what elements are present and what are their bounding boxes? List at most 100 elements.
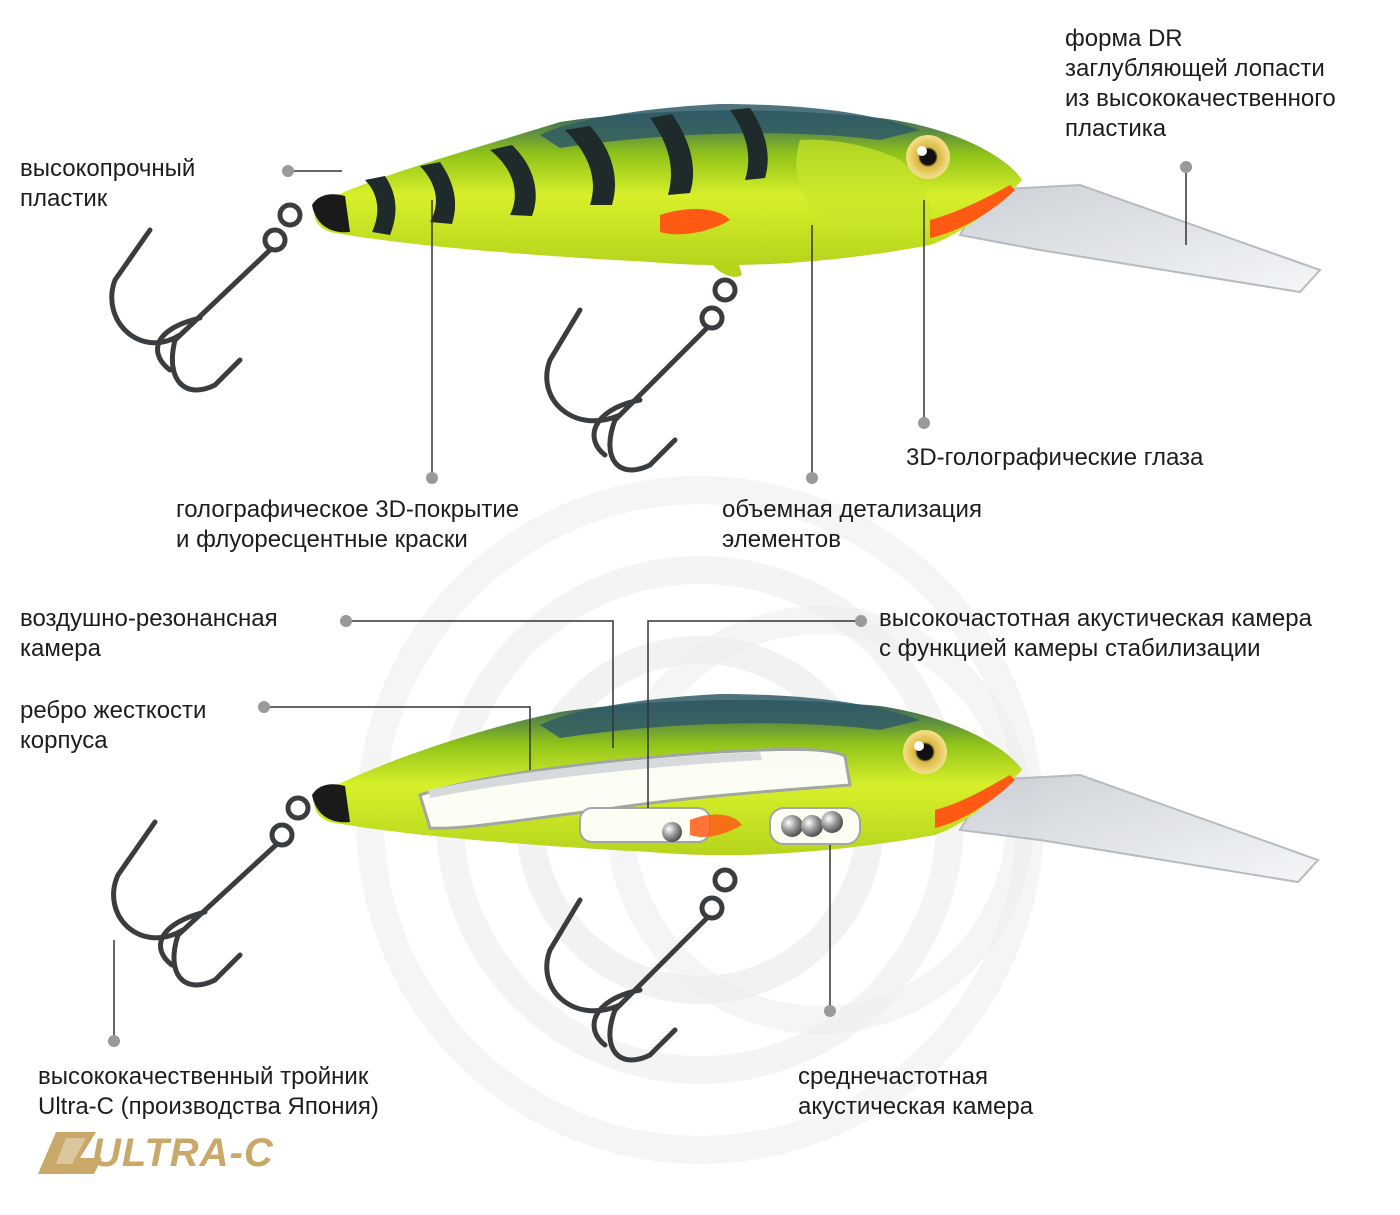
callout-dot [806, 472, 818, 484]
rattle-ball [662, 822, 682, 842]
label-line: высокопрочный [20, 155, 196, 182]
callout-dot [824, 1005, 836, 1017]
label-detail: объемная детализация элементов [722, 495, 982, 555]
label-line: высокочастотная акустическая камера [879, 605, 1312, 632]
cutaway-window [418, 747, 852, 830]
hook-bend [544, 307, 623, 424]
hook-bend [591, 397, 643, 458]
diving-lip [958, 183, 1322, 294]
label-line: и флуоресцентные краски [176, 526, 468, 553]
callout-dot [340, 615, 352, 627]
label-mf-chamber: среднечастотная акустическая камера [798, 1062, 1033, 1122]
pectoral-fin [660, 208, 730, 235]
split-ring [262, 227, 288, 253]
hook-bend [155, 315, 203, 373]
lure-tail [312, 784, 350, 823]
label-lip: форма DR заглубляющей лопасти из высокок… [1065, 24, 1336, 144]
callout-dot [1180, 161, 1192, 173]
callout-dot [108, 1035, 120, 1047]
label-line: элементов [722, 526, 841, 553]
stripe [490, 145, 536, 216]
lower-jaw [935, 775, 1015, 828]
eye-icon [906, 135, 950, 179]
split-ring [712, 867, 738, 893]
hook-bend [607, 1007, 678, 1063]
rattle-ball [781, 815, 803, 837]
stripe [730, 108, 768, 180]
ultra-c-logo [38, 1132, 102, 1174]
diving-lip [958, 773, 1320, 884]
label-coating: голографическое 3D-покрытие и флуоресцен… [176, 495, 519, 555]
callout-dot [282, 165, 294, 177]
hook-shank [172, 247, 273, 343]
eye-highlight [914, 741, 924, 751]
gill-plate [796, 139, 932, 230]
stripe [650, 114, 694, 195]
hook-bend [171, 932, 243, 988]
lower-jaw [930, 185, 1015, 238]
callout-dot [258, 701, 270, 713]
split-ring [269, 822, 295, 848]
label-air-chamber: воздушно-резонансная камера [20, 604, 278, 664]
logo-mark [38, 1132, 102, 1174]
label-line: ребро жесткости [20, 697, 207, 724]
label-hook: высококачественный тройник Ultra-C (прои… [38, 1062, 379, 1122]
split-ring [712, 277, 738, 303]
logo-text: ULTRA-C [92, 1131, 274, 1175]
hook-shank [175, 842, 279, 938]
treble-hook-front [544, 277, 738, 473]
eye-icon [903, 730, 947, 774]
label-line: с функцией камеры стабилизации [879, 635, 1261, 662]
label-line: из высококачественного [1065, 85, 1336, 112]
stripe [365, 176, 396, 235]
label-line: воздушно-резонансная [20, 605, 278, 632]
hook-shank [612, 325, 710, 423]
label-line: высококачественный тройник [38, 1063, 369, 1090]
split-ring [699, 305, 725, 331]
treble-hook-rear [111, 795, 311, 988]
callout-dots [108, 161, 1192, 1047]
label-line: заглубляющей лопасти [1065, 55, 1325, 82]
callout-line-hf [647, 620, 861, 808]
hook-bend [111, 819, 186, 941]
pectoral-fin [690, 814, 742, 837]
label-eyes: 3D-голографические глаза [906, 443, 1203, 473]
label-line: корпуса [20, 727, 108, 754]
ventral-fin [710, 262, 742, 277]
lure-top [109, 104, 1322, 473]
label-plastic: высокопрочный пластик [20, 154, 195, 214]
lure-bottom [111, 694, 1320, 1063]
label-rib: ребро жесткости корпуса [20, 696, 206, 756]
label-line: Ultra-C (производства Япония) [38, 1093, 379, 1120]
callout-dot [426, 472, 438, 484]
callout-line-rib [264, 706, 531, 770]
lure-tail [312, 194, 350, 233]
rattle-ball [801, 815, 823, 837]
hook-bend [607, 417, 678, 473]
split-ring [285, 795, 311, 821]
eye-highlight [917, 146, 927, 156]
stripe [420, 162, 456, 224]
label-line: 3D-голографические глаза [906, 444, 1204, 471]
treble-hook-front [544, 867, 738, 1063]
hook-bend [544, 897, 623, 1014]
stripe [565, 126, 616, 205]
label-line: пластика [1065, 115, 1167, 142]
callout-lines [113, 167, 1187, 1041]
split-ring [277, 202, 303, 228]
lure-back [540, 694, 920, 738]
label-hf-chamber: высокочастотная акустическая камера с фу… [879, 604, 1312, 664]
label-line: объемная детализация [722, 496, 982, 523]
treble-hook-rear [109, 202, 303, 393]
label-line: голографическое 3D-покрытие [176, 496, 520, 523]
rattle-ball [821, 811, 843, 833]
callout-dot [855, 615, 867, 627]
label-line: камера [20, 635, 101, 662]
label-line: среднечастотная [798, 1063, 988, 1090]
label-line: пластик [20, 185, 108, 212]
stiffening-rib [428, 752, 762, 798]
hook-bend [169, 337, 243, 393]
split-ring [699, 895, 725, 921]
